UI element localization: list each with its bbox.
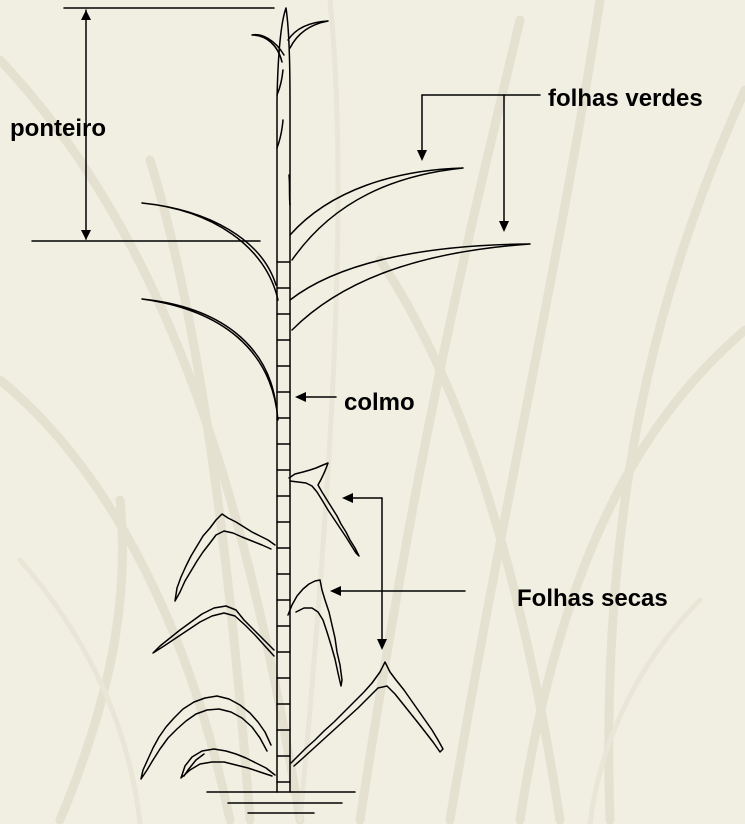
folhas-verdes-pointers (417, 95, 540, 232)
ground-lines (207, 792, 355, 813)
label-folhas-verdes: folhas verdes (548, 87, 703, 111)
dry-leaves (141, 463, 443, 779)
green-leaves (142, 168, 530, 420)
stalk-nodes (277, 262, 290, 782)
colmo-pointer (295, 392, 336, 402)
folhas-secas-pointers (330, 493, 465, 650)
label-folhas-secas: Folhas secas (517, 587, 668, 611)
label-ponteiro: ponteiro (10, 117, 106, 141)
label-colmo: colmo (344, 391, 415, 415)
stalk (277, 8, 290, 792)
